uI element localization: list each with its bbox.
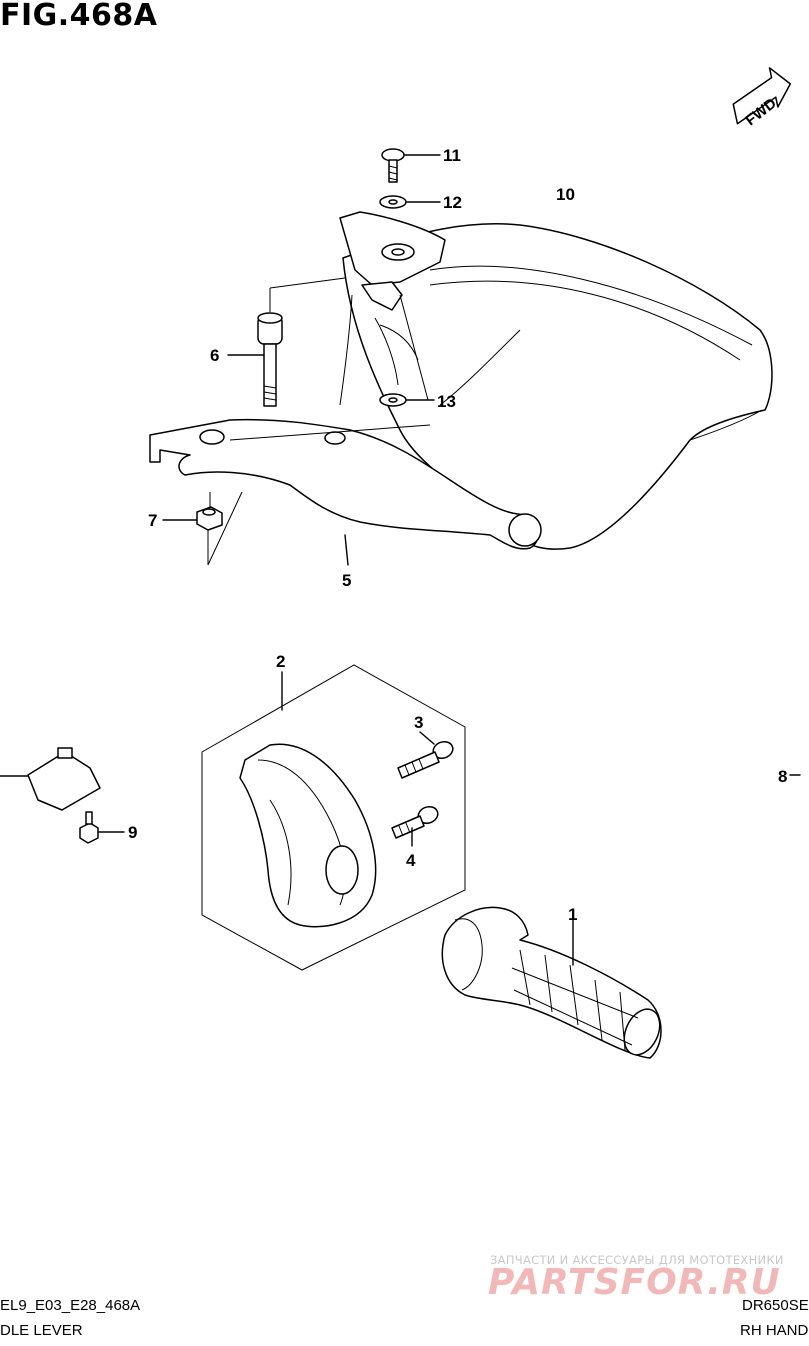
callout-1: 1 — [568, 905, 577, 924]
screw-part-9[interactable] — [79, 811, 125, 844]
forward-direction-arrow: FWD — [732, 67, 792, 129]
callout-5: 5 — [342, 571, 351, 590]
clutch-switch-part-8[interactable] — [0, 747, 101, 811]
washer-part-13[interactable] — [379, 393, 435, 407]
footer-diagram-code: EL9_E03_E28_468A — [0, 1297, 141, 1314]
bolt-part-6[interactable] — [227, 277, 346, 407]
callout-10: 10 — [556, 185, 575, 204]
throttle-housing-part-2[interactable] — [201, 664, 466, 971]
callout-13: 13 — [437, 392, 456, 411]
screw-part-4[interactable] — [391, 804, 440, 847]
nut-part-7[interactable] — [162, 491, 243, 566]
hand-guard-part-10[interactable] — [342, 223, 773, 550]
callout-9: 9 — [128, 823, 137, 842]
callout-4: 4 — [406, 851, 416, 870]
screw-part-3[interactable] — [397, 731, 455, 779]
callout-8: 8 — [778, 767, 787, 786]
watermark-logo: PARTSFOR.RU — [488, 1262, 781, 1303]
callout-6: 6 — [210, 346, 219, 365]
footer-model: DR650SE — [742, 1297, 809, 1314]
watermark-tagline: ЗАПЧАСТИ И АКСЕССУАРЫ ДЛЯ МОТОТЕХНИКИ — [490, 1253, 784, 1267]
screw-part-11[interactable] — [381, 148, 441, 183]
callout-12: 12 — [443, 193, 462, 212]
figure-title: FIG.468A — [0, 0, 158, 33]
throttle-grip-part-1[interactable] — [441, 906, 666, 1060]
callout-2: 2 — [276, 652, 285, 671]
clutch-lever-part-5[interactable] — [149, 418, 542, 566]
footer-left-caption: DLE LEVER — [0, 1322, 83, 1339]
footer-right-caption: RH HAND — [740, 1322, 809, 1339]
callout-11: 11 — [443, 146, 461, 165]
callout-3: 3 — [414, 713, 423, 732]
washer-part-12[interactable] — [379, 195, 441, 261]
callout-7: 7 — [148, 511, 157, 530]
